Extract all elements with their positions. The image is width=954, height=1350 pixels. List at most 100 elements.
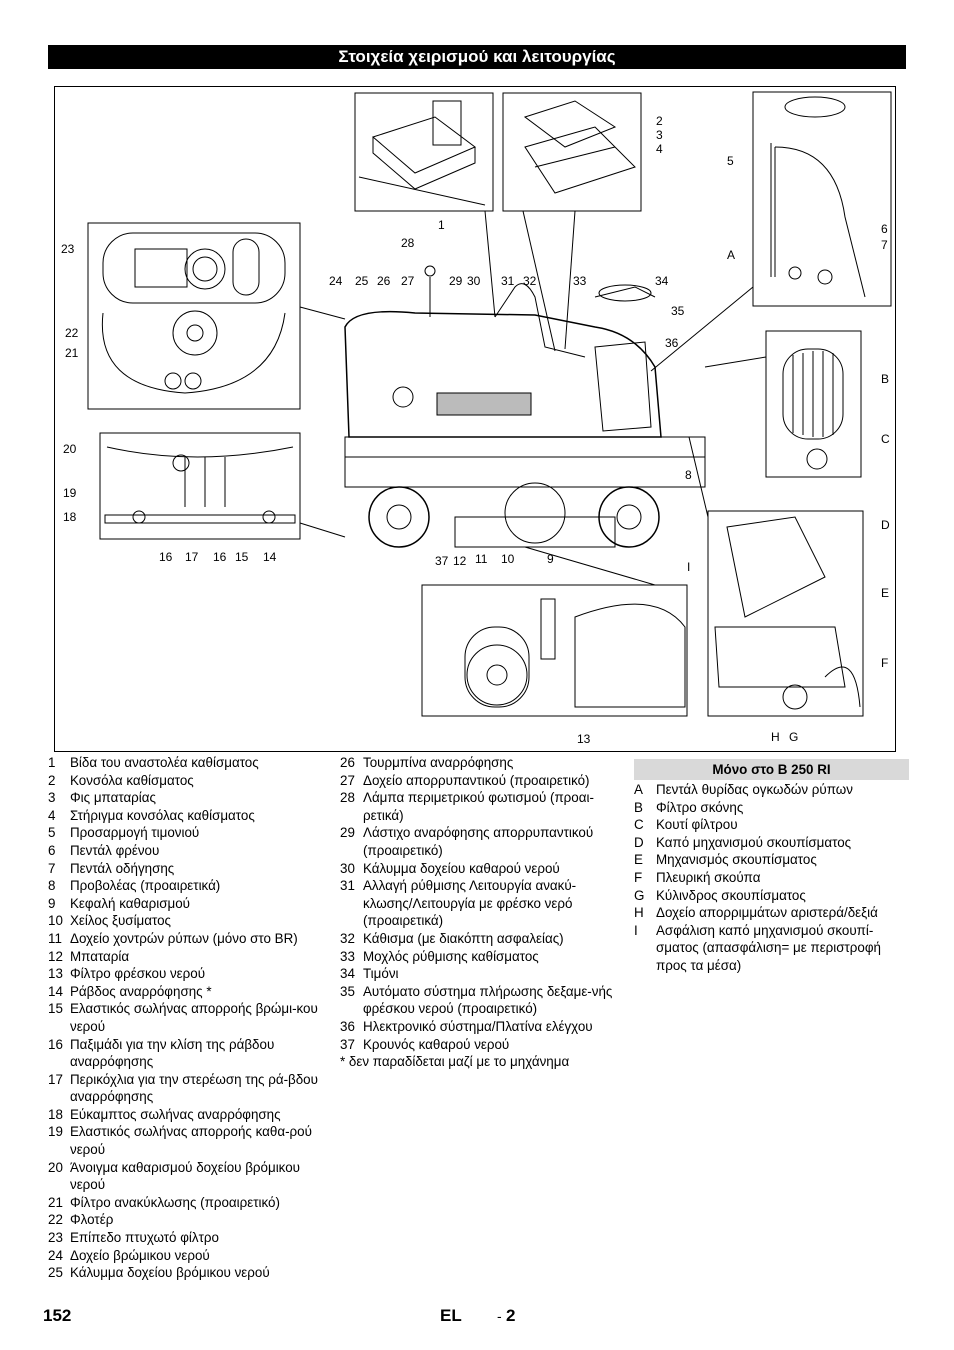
legend-item-number: B — [634, 799, 643, 815]
legend-item-text: Ασφάλιση καπό μηχανισμού σκουπί-σματος (… — [656, 922, 881, 973]
callout-label: 6 — [881, 222, 888, 236]
legend-item-number: 22 — [48, 1212, 63, 1228]
legend-item-number: E — [634, 852, 643, 868]
legend-item-number: 33 — [340, 948, 355, 964]
callout-label: 29 — [449, 274, 463, 288]
legend-item-text: Προσαρμογή τιμονιού — [70, 825, 200, 841]
legend-item-text: Τουρμπίνα αναρρόφησης — [363, 755, 514, 770]
legend-item-text: Μηχανισμός σκουπίσματος — [656, 852, 817, 868]
legend-item-text: Πεντάλ οδήγησης — [70, 860, 175, 876]
legend-item: 7 Πεντάλ οδήγησης — [48, 860, 328, 878]
legend-item-number: 3 — [48, 790, 56, 806]
legend-item-number: 35 — [340, 983, 355, 999]
legend-item-text: Ράβδος αναρρόφησης * — [70, 983, 212, 999]
legend-item-text: Ηλεκτρονικό σύστημα/Πλατίνα ελέγχου — [363, 1018, 593, 1034]
legend-item-text: Βίδα του αναστολέα καθίσματος — [70, 755, 259, 770]
legend-item-number: 19 — [48, 1124, 63, 1140]
legend-item: 33 Μοχλός ρύθμισης καθίσματος — [340, 948, 620, 966]
legend-item-text: Μοχλός ρύθμισης καθίσματος — [363, 948, 539, 964]
legend-item-text: Φίλτρο φρέσκου νερού — [70, 966, 206, 982]
legend-item-text: Αυτόματο σύστημα πλήρωσης δεξαμε-νής φρέ… — [363, 983, 613, 1017]
legend-item-text: Αλλαγή ρύθμισης Λειτουργία ανακύ-κλωσης/… — [363, 878, 577, 929]
legend-item-number: 15 — [48, 1001, 63, 1017]
callout-label: 7 — [881, 238, 888, 252]
callout-label: G — [789, 730, 798, 744]
callout-label: 3 — [656, 128, 663, 142]
legend-item-number: 29 — [340, 825, 355, 841]
callout-label: 37 — [435, 554, 449, 568]
legend-item-number: 28 — [340, 790, 355, 806]
legend-item: 22 Φλοτέρ — [48, 1211, 328, 1229]
legend-item-number: 14 — [48, 983, 63, 999]
legend-footnote: * δεν παραδίδεται μαζί με το μηχάνημα — [340, 1054, 570, 1070]
callout-label: 16 — [159, 550, 173, 564]
legend-item-text: Εύκαμπτος σωλήνας αναρρόφησης — [70, 1106, 281, 1122]
legend-item-number: 20 — [48, 1159, 63, 1175]
inset-seat-screw — [354, 92, 494, 212]
callout-label: 11 — [475, 552, 488, 566]
callout-label: 36 — [665, 336, 679, 350]
legend-item-number: 25 — [48, 1265, 63, 1281]
legend-item-text: Προβολέας (προαιρετικά) — [70, 878, 221, 894]
callout-label: 17 — [185, 550, 199, 564]
page-number: 152 — [43, 1306, 72, 1325]
legend-item: 25 Κάλυμμα δοχείου βρόμικου νερού — [48, 1264, 328, 1282]
legend-item-text: Κάθισμα (με διακόπτη ασφαλείας) — [363, 930, 564, 946]
legend-item-text: Επίπεδο πτυχωτό φίλτρο — [70, 1230, 219, 1246]
legend-item-number: 24 — [48, 1247, 63, 1263]
section-number: 2 — [506, 1306, 516, 1325]
callout-label: 1 — [438, 218, 445, 232]
legend-item: 2 Κονσόλα καθίσματος — [48, 772, 328, 790]
callout-label: D — [881, 518, 890, 532]
legend-item-number: 21 — [48, 1194, 63, 1210]
callout-label: 28 — [401, 236, 415, 250]
legend-item-text: Φίλτρο ανακύκλωσης (προαιρετικό) — [70, 1194, 280, 1210]
legend-item-number: 12 — [48, 948, 63, 964]
legend-item-number: 7 — [48, 860, 56, 876]
legend-item-number: 13 — [48, 966, 63, 982]
legend-item-number: 31 — [340, 878, 355, 894]
legend-item-text: Κουτί φίλτρου — [656, 817, 738, 833]
legend-item-text: Φίλτρο σκόνης — [656, 799, 744, 815]
legend-item: 26 Τουρμπίνα αναρρόφησης — [340, 754, 620, 772]
legend-item: 13 Φίλτρο φρέσκου νερού — [48, 965, 328, 983]
legend-item-number: D — [634, 834, 644, 850]
legend-item-number: 11 — [48, 930, 62, 946]
callout-label: 35 — [671, 304, 685, 318]
inset-filter — [765, 330, 862, 478]
legend-item-number: G — [634, 887, 645, 903]
callout-label: 27 — [401, 274, 415, 288]
legend-item-text: Φλοτέρ — [70, 1212, 114, 1228]
legend-item-number: 26 — [340, 755, 355, 770]
inset-steering — [752, 91, 892, 307]
legend-item: E Μηχανισμός σκουπίσματος — [634, 851, 909, 869]
legend-item-text: Ελαστικός σωλήνας απορροής καθα-ρού νερο… — [70, 1124, 312, 1158]
callout-label: 23 — [61, 242, 75, 256]
inset-tank-top — [87, 222, 301, 410]
inset-wheel-filter — [421, 584, 688, 717]
legend-item-text: Κάλυμμα δοχείου βρόμικου νερού — [70, 1265, 270, 1281]
callout-label: 24 — [329, 274, 343, 288]
legend-item-text: Φις μπαταρίας — [70, 790, 156, 806]
legend-item-number: 2 — [48, 772, 56, 788]
legend-item-text: Κονσόλα καθίσματος — [70, 772, 194, 788]
legend-item-number: 6 — [48, 842, 56, 858]
